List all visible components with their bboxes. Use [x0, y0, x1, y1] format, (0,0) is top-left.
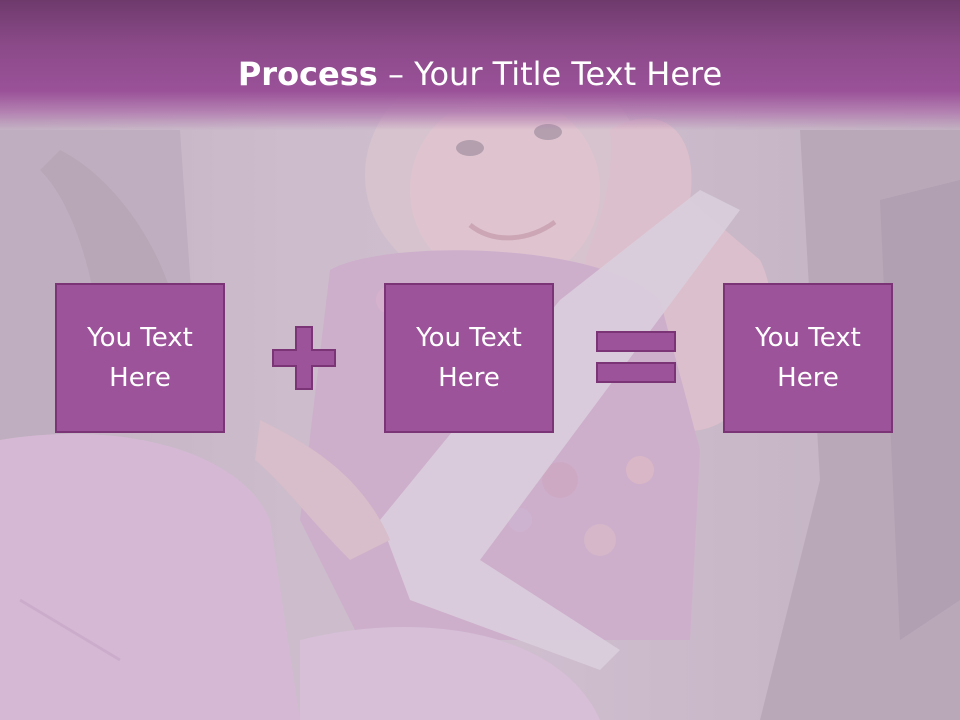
process-box-1-text: You Text Here — [87, 323, 193, 393]
title-bold-part: Process — [237, 55, 378, 93]
process-box-2[interactable]: You Text Here — [384, 283, 554, 433]
equals-icon — [596, 330, 678, 386]
slide-title[interactable]: Process – Your Title Text Here — [0, 52, 960, 96]
process-box-2-text: You Text Here — [416, 323, 522, 393]
title-rest-part: – Your Title Text Here — [377, 55, 723, 93]
title-bar — [0, 0, 960, 130]
plus-icon — [272, 326, 336, 390]
process-box-3[interactable]: You Text Here — [723, 283, 893, 433]
process-box-1[interactable]: You Text Here — [55, 283, 225, 433]
process-box-3-text: You Text Here — [755, 323, 861, 393]
